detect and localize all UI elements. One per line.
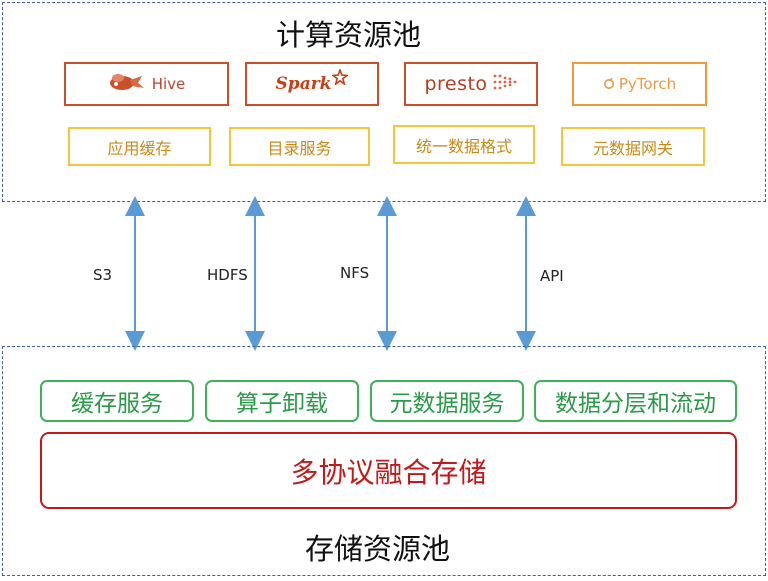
engine-presto-label: presto (424, 73, 488, 95)
service-operator-offload: 算子卸载 (205, 380, 359, 422)
engine-hive-label: Hive (151, 75, 186, 93)
protocol-label-nfs: NFS (340, 264, 370, 282)
protocol-label-s3: S3 (93, 266, 113, 284)
protocol-label-api: API (540, 267, 564, 285)
storage-pool-title: 存储资源池 (305, 532, 451, 566)
service-metadata: 元数据服务 (370, 380, 524, 422)
multi-protocol-storage: 多协议融合存储 (40, 432, 737, 509)
engine-hive: Hive (64, 62, 229, 106)
storage-pool-box (2, 346, 766, 576)
hive-bee-icon (108, 70, 146, 98)
service-cache: 缓存服务 (40, 380, 194, 422)
engine-spark-label: Spark (275, 74, 332, 94)
spark-star-icon (331, 67, 350, 89)
engine-pytorch-label: PyTorch (618, 75, 677, 93)
engine-presto: presto (404, 62, 538, 106)
feature-unified-data-format: 统一数据格式 (393, 125, 535, 164)
feature-metadata-gateway: 元数据网关 (561, 127, 705, 166)
protocol-label-hdfs: HDFS (207, 266, 248, 284)
pytorch-flame-icon (603, 75, 615, 94)
feature-catalog-service: 目录服务 (229, 127, 370, 166)
engine-pytorch: PyTorch (572, 62, 707, 106)
compute-pool-title: 计算资源池 (276, 18, 422, 52)
service-data-tiering: 数据分层和流动 (534, 380, 737, 422)
engine-spark: Spark (245, 62, 379, 106)
feature-app-cache: 应用缓存 (68, 127, 211, 166)
presto-chevron-icon (492, 72, 518, 96)
